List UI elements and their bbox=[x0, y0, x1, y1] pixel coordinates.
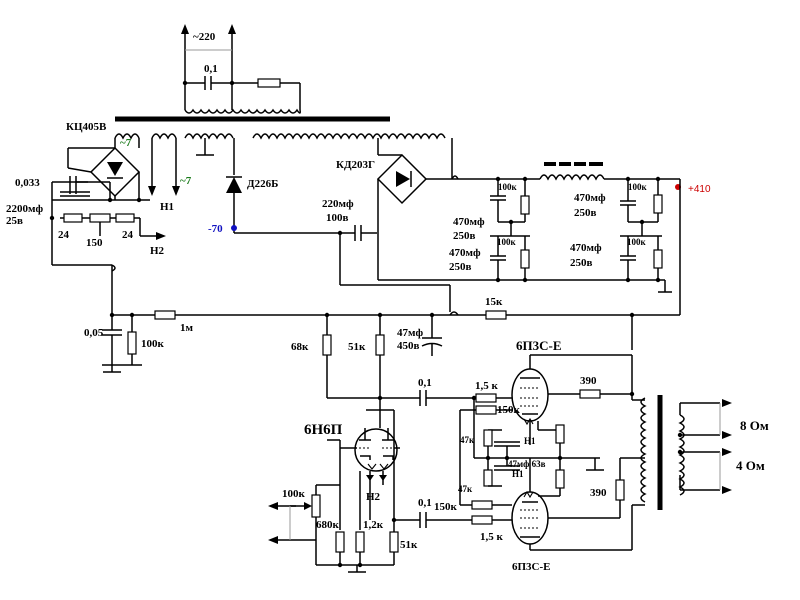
driver-stage bbox=[268, 390, 474, 573]
c470-cv-label: 250в bbox=[574, 207, 597, 219]
c470-d-label: 470мф bbox=[570, 242, 602, 254]
supply-rails bbox=[102, 264, 680, 410]
r150k-b-label: 150к bbox=[434, 501, 458, 513]
r51k-a-label: 51к bbox=[348, 341, 366, 353]
c470-a-label: 470мф bbox=[453, 216, 485, 228]
tube-bot-label: 6П3С-Е bbox=[512, 561, 551, 573]
c470-b-label: 470мф bbox=[449, 247, 481, 259]
c2200-label: 2200мф bbox=[6, 203, 43, 215]
c470-av-label: 250в bbox=[453, 230, 476, 242]
ohm8-label: 8 Ом bbox=[740, 418, 769, 433]
c47mf63-label: 47мф 63в bbox=[508, 459, 546, 469]
c220-label: 220мф bbox=[322, 198, 354, 210]
h1-top-label: Н1 bbox=[160, 201, 174, 213]
ac7a-label: ~7 bbox=[120, 137, 132, 149]
r100k-a-label: 100к bbox=[498, 182, 518, 192]
ac7b-label: ~7 bbox=[180, 175, 192, 187]
tube-drv-label: 6Н6П bbox=[304, 422, 343, 438]
h2-top-label: Н2 bbox=[150, 245, 165, 257]
r1-5k-a-label: 1,5 к bbox=[475, 380, 499, 392]
r24a-label: 24 bbox=[58, 229, 70, 241]
c033-label: 0,033 bbox=[15, 177, 40, 189]
bridge-hv-label: КД203Г bbox=[336, 159, 375, 171]
r15k-label: 15к bbox=[485, 296, 503, 308]
c470-bv-label: 250в bbox=[449, 261, 472, 273]
r100k-b-label: 100к bbox=[497, 237, 517, 247]
mains-label: ~220 bbox=[193, 31, 216, 43]
h1-mid-label: Н1 bbox=[524, 436, 536, 446]
output-transformer bbox=[640, 395, 732, 510]
r100k-d-label: 100к bbox=[627, 237, 647, 247]
transformer-secondaries bbox=[114, 133, 446, 140]
v-neg-label: -70 bbox=[208, 223, 223, 235]
r390-a-label: 390 bbox=[580, 375, 597, 387]
r100k-in-label: 100к bbox=[282, 488, 306, 500]
c47-label: 47мф bbox=[397, 327, 423, 339]
hv-bridge bbox=[376, 138, 672, 293]
r100k-e-label: 100к bbox=[141, 338, 165, 350]
c47v-label: 450в bbox=[397, 340, 420, 352]
r150k-a-label: 150к bbox=[497, 404, 521, 416]
output-stage bbox=[459, 354, 645, 551]
bias-supply bbox=[196, 138, 377, 285]
diode-label: Д226Б bbox=[247, 178, 278, 190]
r1-2k-label: 1,2к bbox=[363, 519, 384, 531]
r47k-b-label: 47к bbox=[458, 484, 473, 494]
r51k-b-label: 51к bbox=[400, 539, 418, 551]
r150-label: 150 bbox=[86, 237, 103, 249]
r1-5k-b-label: 1,5 к bbox=[480, 531, 504, 543]
h2-drv-label: Н2 bbox=[366, 491, 381, 503]
c220v-label: 100в bbox=[326, 212, 349, 224]
c2200v-label: 25в bbox=[6, 215, 23, 227]
v-pos-label: +410 bbox=[688, 184, 711, 195]
c01-a-label: 0,1 bbox=[418, 377, 432, 389]
r390-b-label: 390 bbox=[590, 487, 607, 499]
r100k-c-label: 100к bbox=[628, 182, 648, 192]
bridge-low-label: КЦ405В bbox=[66, 121, 107, 133]
r24b-label: 24 bbox=[122, 229, 134, 241]
r68k-label: 68к bbox=[291, 341, 309, 353]
h1-low-label: Н1 bbox=[512, 469, 524, 479]
c005-label: 0,05 bbox=[84, 327, 104, 339]
filament-bridge bbox=[49, 138, 180, 266]
mains-cap-label: 0,1 bbox=[204, 63, 218, 75]
ohm4-label: 4 Ом bbox=[736, 458, 765, 473]
r47k-a-label: 47к bbox=[460, 435, 475, 445]
hv-filter bbox=[490, 162, 681, 315]
c470-c-label: 470мф bbox=[574, 192, 606, 204]
tube-top-label: 6П3С-Е bbox=[516, 338, 562, 353]
mains-input bbox=[181, 24, 301, 114]
r1m-label: 1м bbox=[180, 322, 194, 334]
r680k-label: 680к bbox=[316, 519, 340, 531]
c470-dv-label: 250в bbox=[570, 257, 593, 269]
c01-b-label: 0,1 bbox=[418, 497, 432, 509]
